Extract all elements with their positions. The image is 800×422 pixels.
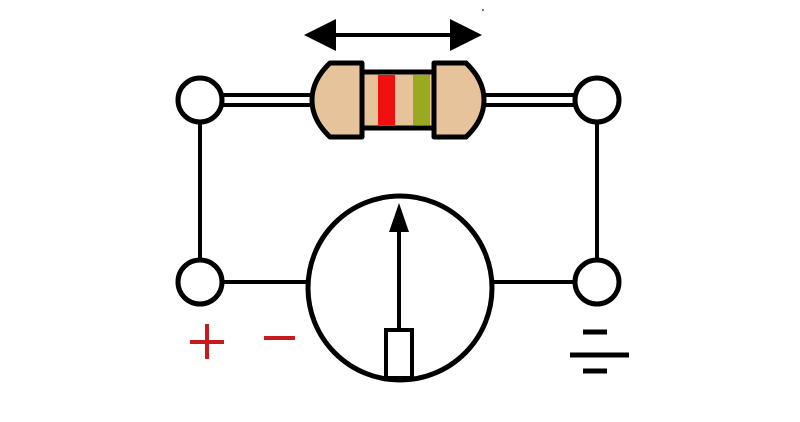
meter-needle-arrow-icon xyxy=(389,203,409,232)
terminal-top-left xyxy=(175,75,225,125)
resistor-cap-right xyxy=(431,60,487,140)
wires xyxy=(198,122,599,284)
plus-icon xyxy=(190,324,224,359)
speck xyxy=(482,9,484,11)
resistor-leads xyxy=(220,93,576,107)
resistor xyxy=(309,60,487,140)
terminal-bottom-right xyxy=(572,257,622,307)
terminal-bottom-left xyxy=(175,257,225,307)
ground-icon xyxy=(570,329,629,374)
resistor-band-red xyxy=(378,75,395,125)
meter xyxy=(305,193,495,383)
polarity-symbols xyxy=(190,324,295,359)
terminal-top-right xyxy=(572,75,622,125)
meter-base xyxy=(384,328,414,380)
resistor-band-green xyxy=(413,75,430,125)
resistor-cap-left xyxy=(309,60,365,140)
